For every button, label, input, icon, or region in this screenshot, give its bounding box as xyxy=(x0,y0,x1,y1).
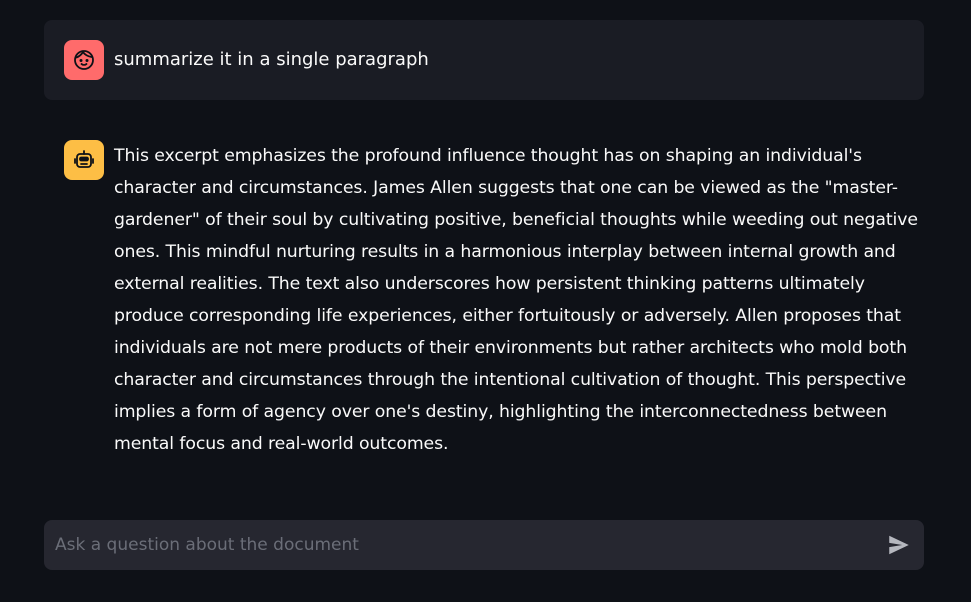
user-avatar xyxy=(64,40,104,80)
send-icon xyxy=(889,535,909,555)
chat-input-field[interactable] xyxy=(44,520,864,570)
user-message: summarize it in a single paragraph xyxy=(44,20,924,100)
chat-input-bar xyxy=(44,520,924,570)
assistant-avatar xyxy=(64,140,104,180)
assistant-message-text: This excerpt emphasizes the profound inf… xyxy=(114,146,918,454)
send-button[interactable] xyxy=(884,530,914,560)
user-message-text: summarize it in a single paragraph xyxy=(114,49,429,70)
robot-icon xyxy=(74,150,94,168)
assistant-message: This excerpt emphasizes the profound inf… xyxy=(44,130,924,470)
user-face-icon xyxy=(74,50,94,70)
